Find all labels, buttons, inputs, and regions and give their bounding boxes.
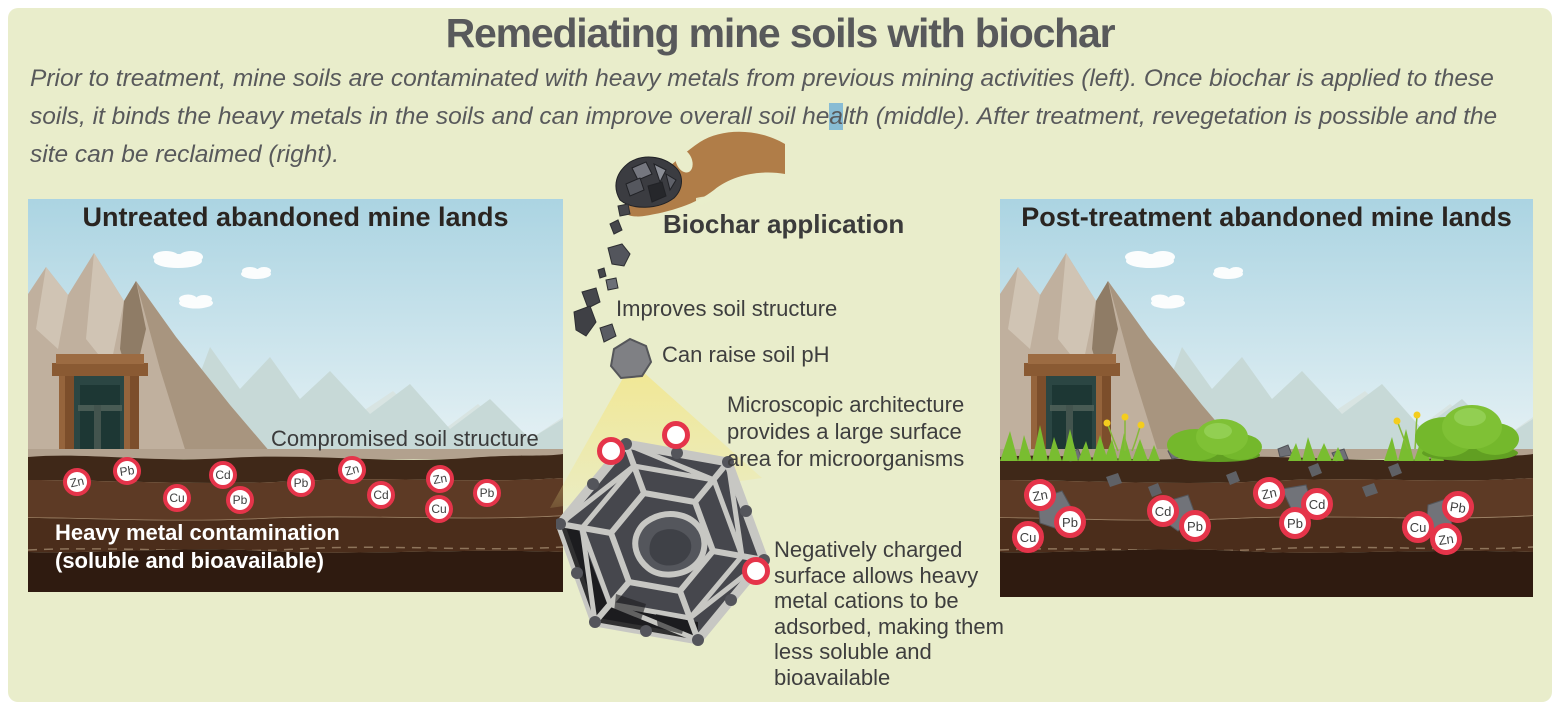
intro-text-post: lth (middle). After treatment, revegetat… [30,103,1498,168]
metal-chip-pb: Pb [287,469,315,497]
mine-entrance [1024,354,1120,461]
mine-entrance [52,354,148,461]
metal-chip-pb: Pb [1279,507,1311,539]
compromised-soil-label: Compromised soil structure [271,426,539,451]
biochar-pile [615,156,682,208]
contamination-line2: (soluble and bioavailable) [55,548,324,573]
charge-site-ring [742,557,770,585]
bushes [1167,405,1519,462]
metal-chip-pb: Pb [473,479,501,507]
post-treatment-panel-title: Post-treatment abandoned mine lands [1021,202,1512,232]
callout-soil-structure: Improves soil structure [616,296,838,321]
text-selection-highlight: a [829,103,844,130]
callout-soil-ph: Can raise soil pH [662,342,830,367]
metal-chip-pb: Pb [1179,510,1211,542]
hand-pouring-biochar-illustration [615,131,785,217]
flowers [1103,411,1435,452]
page-title: Remediating mine soils with biochar [445,10,1116,56]
post-treatment-scene-illustration [1000,199,1533,597]
metal-chip-cd: Cd [367,481,395,509]
charge-site-ring [662,421,690,449]
callout-negative-charge: Negatively charged surface allows heavy … [774,537,1004,690]
charge-site-ring [597,437,625,465]
contamination-line1: Heavy metal contamination [55,520,340,545]
untreated-panel-title: Untreated abandoned mine lands [82,202,509,232]
metal-chip-cu: Cu [1402,511,1434,543]
intro-text-pre: Prior to treatment, mine soils are conta… [30,65,1494,130]
metal-chip-cd: Cd [209,461,237,489]
intro-text: Prior to treatment, mine soils are conta… [30,60,1502,174]
far-mountains [168,347,563,459]
soil-layers [1000,454,1533,597]
metal-chip-pb: Pb [1054,506,1086,538]
metal-chip-cu: Cu [163,484,191,512]
metal-chip-cu: Cu [425,495,453,523]
ground-strip [1000,449,1533,459]
metal-chip-pb: Pb [226,486,254,514]
callout-surface-area: Microscopic architecture provides a larg… [727,392,965,471]
untreated-panel: Untreated abandoned mine lands Compromis… [28,199,563,592]
clouds [1125,251,1243,309]
ph-biochar-piece [609,337,653,380]
falling-biochar-pieces-illustration [573,203,653,380]
ground-strip [28,449,563,459]
metal-chip-cu: Cu [1012,521,1044,553]
biochar-application-title: Biochar application [663,209,905,239]
biochar-hexagon-illustration [556,438,770,646]
clouds [153,251,271,309]
metal-chip-cd: Cd [1147,495,1179,527]
post-treatment-panel: Post-treatment abandoned mine lands Zn C… [1000,199,1533,597]
contamination-label: Heavy metal contamination (soluble and b… [55,519,340,575]
